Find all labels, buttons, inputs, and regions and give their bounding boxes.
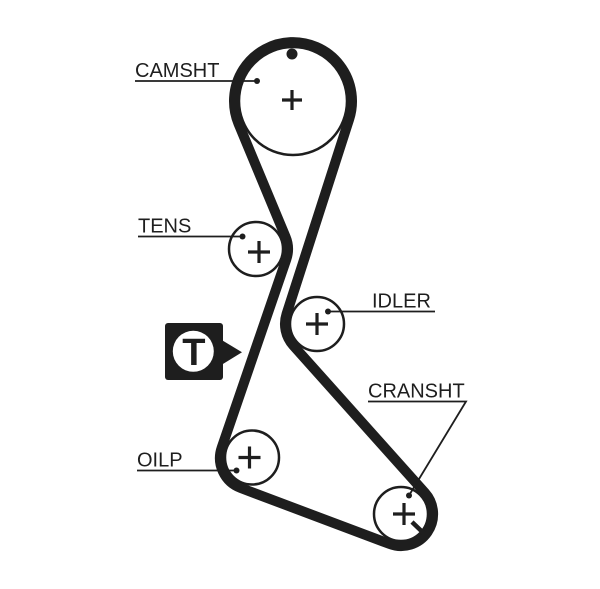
camshaft-pulley bbox=[237, 45, 349, 157]
camshaft-label: CAMSHT bbox=[135, 60, 219, 82]
crankshaft-leader-line bbox=[368, 400, 468, 496]
camshaft-label-group: CAMSHT bbox=[135, 60, 260, 84]
tensioner-leader-dot bbox=[239, 233, 246, 240]
tensioner-pulley-circle bbox=[227, 220, 285, 278]
tensioner-label-group: TENS bbox=[138, 216, 246, 240]
crankshaft-timing-mark-tick bbox=[410, 520, 426, 536]
oil-pump-leader-dot bbox=[233, 467, 240, 474]
idler-center-cross-icon bbox=[306, 313, 328, 335]
t-marker-letter: T bbox=[182, 332, 205, 374]
oil-pump-label-group: OILP bbox=[137, 450, 240, 474]
idler-leader-dot bbox=[325, 308, 331, 315]
crankshaft-center-cross-icon bbox=[393, 503, 415, 525]
camshaft-leader-dot bbox=[254, 78, 260, 84]
tensioner-direction-marker: T bbox=[165, 323, 242, 380]
crankshaft-pulley bbox=[372, 485, 430, 543]
tensioner-label: TENS bbox=[138, 216, 191, 238]
idler-label: IDLER bbox=[372, 291, 431, 313]
crankshaft-label-group: CRANSHT bbox=[368, 381, 468, 499]
idler-label-group: IDLER bbox=[325, 291, 435, 315]
tensioner-pulley bbox=[227, 220, 285, 278]
oil-pump-pulley bbox=[223, 429, 281, 486]
oil-pump-label: OILP bbox=[137, 450, 183, 472]
oil-pump-center-cross-icon bbox=[238, 446, 261, 469]
tensioner-center-cross-icon bbox=[248, 241, 270, 263]
t-marker-circle bbox=[172, 330, 214, 372]
camshaft-timing-mark-dot bbox=[286, 48, 298, 60]
crankshaft-label: CRANSHT bbox=[368, 381, 465, 403]
timing-belt bbox=[214, 37, 439, 552]
camshaft-center-cross-icon bbox=[282, 90, 302, 110]
t-marker-arrow-icon bbox=[222, 340, 242, 365]
crankshaft-leader-dot bbox=[406, 492, 412, 499]
idler-pulley bbox=[288, 295, 346, 353]
